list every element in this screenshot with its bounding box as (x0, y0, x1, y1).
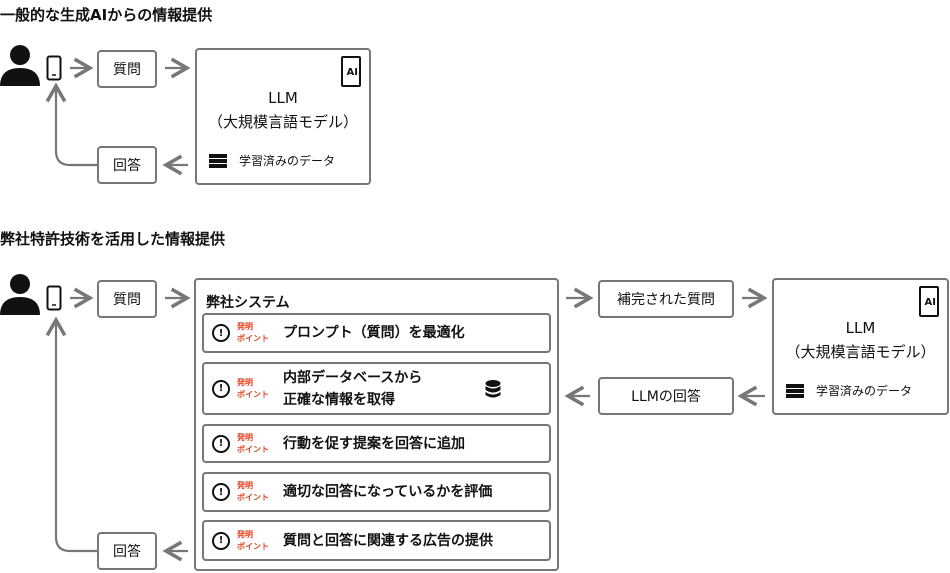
user-icon (0, 274, 40, 315)
server-icon (209, 154, 227, 168)
invention-point-label: 発明ポイント (237, 432, 269, 454)
user-icon (0, 45, 40, 86)
llm-description: （大規模言語モデル） (785, 342, 936, 361)
feature-item: !発明ポイント質問と回答に関連する広告の提供 (202, 520, 551, 561)
section1-title: 一般的な生成AIからの情報提供 (0, 6, 213, 24)
alert-icon: ! (212, 324, 230, 342)
invention-point-label: 発明ポイント (237, 529, 269, 551)
smartphone-icon (46, 55, 62, 81)
system-title: 弊社システム (206, 295, 290, 311)
invention-point-label: 発明ポイント (237, 322, 269, 343)
feature-item: !発明ポイントプロンプト（質問）を最適化 (202, 313, 551, 353)
feature-item: !発明ポイント内部データベースから正確な情報を取得 (202, 362, 551, 415)
feature-item: !発明ポイント行動を促す提案を回答に追加 (202, 424, 551, 463)
llm-description: （大規模言語モデル） (207, 112, 358, 131)
invention-point-label: 発明ポイント (237, 481, 269, 502)
question-box: 質問 (97, 50, 157, 88)
alert-icon: ! (212, 379, 230, 398)
training-data: 学習済みのデータ (209, 149, 335, 173)
ai-document-icon: AI (340, 56, 361, 87)
alert-icon: ! (212, 483, 230, 501)
llm-name: LLM (845, 318, 876, 337)
llm-box: LLM （大規模言語モデル） AI 学習済みのデータ (772, 278, 949, 415)
training-data-label: 学習済みのデータ (239, 154, 336, 168)
database-icon (485, 379, 501, 397)
server-icon (786, 384, 804, 398)
llm-name: LLM (268, 88, 298, 107)
llm-answer-box: LLMの回答 (598, 377, 734, 415)
alert-icon: ! (212, 434, 230, 453)
training-data-label: 学習済みのデータ (816, 384, 913, 398)
answer-box: 回答 (97, 532, 157, 570)
llm-box: LLM （大規模言語モデル） AI 学習済みのデータ (195, 48, 371, 185)
feature-item: !発明ポイント適切な回答になっているかを評価 (202, 472, 551, 512)
section2-title: 弊社特許技術を活用した情報提供 (0, 230, 226, 248)
completed-question-box: 補完された質問 (598, 280, 734, 318)
training-data: 学習済みのデータ (786, 379, 912, 403)
answer-box: 回答 (97, 146, 157, 184)
ai-document-icon: AI (918, 286, 939, 317)
question-box: 質問 (97, 280, 157, 318)
invention-point-label: 発明ポイント (237, 377, 269, 399)
alert-icon: ! (212, 531, 230, 550)
smartphone-icon (46, 285, 62, 311)
